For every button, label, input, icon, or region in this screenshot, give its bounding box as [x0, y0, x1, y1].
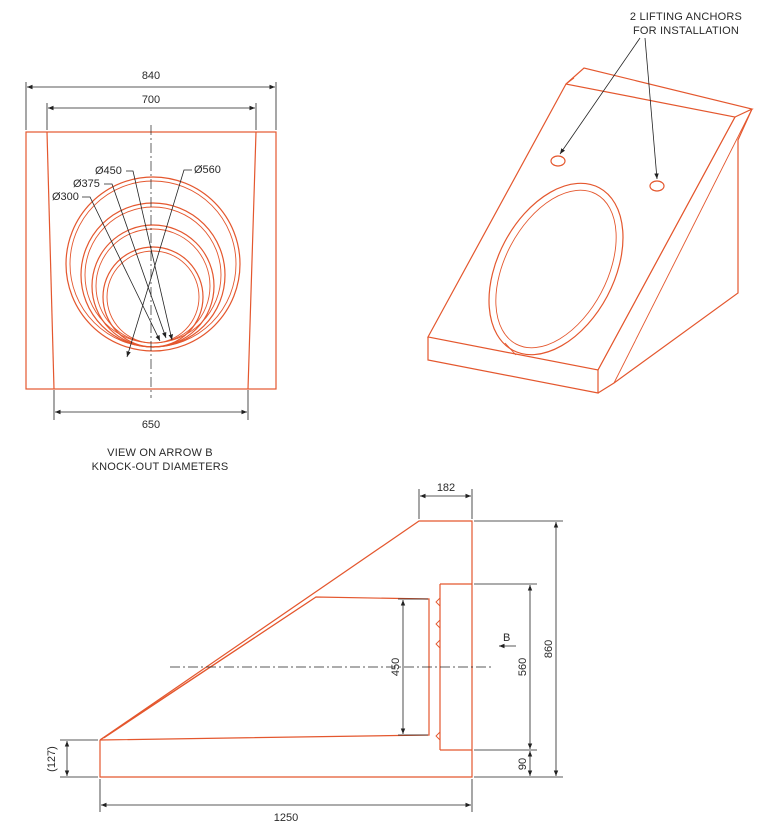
dim-560-label: 560 — [517, 658, 529, 676]
dim-182-label: 182 — [437, 482, 455, 494]
dim-700-label: 700 — [142, 94, 160, 106]
knockout-circles — [65, 176, 241, 352]
isometric-view: 2 LIFTING ANCHORS FOR INSTALLATION — [427, 11, 754, 394]
dim-840-label: 840 — [142, 70, 160, 82]
dim-560: 560 — [474, 583, 537, 751]
lifting-anchor-2 — [649, 180, 665, 192]
caption-knock-out-diameters: KNOCK-OUT DIAMETERS — [92, 461, 229, 473]
front-view: Ø450 Ø375 Ø300 Ø560 840 700 650 VIEW ON … — [25, 70, 277, 473]
dim-182: 182 — [418, 482, 473, 519]
iso-front-edge — [427, 337, 599, 394]
dia-560-label: Ø560 — [194, 164, 221, 176]
side-view: B 182 860 560 90 — [46, 482, 563, 824]
dim-650: 650 — [53, 390, 249, 431]
dim-90: 90 — [517, 751, 533, 776]
taper-left — [46, 131, 55, 390]
dim-860-label: 860 — [543, 640, 555, 658]
dim-127-label: (127) — [46, 746, 58, 772]
lifting-anchor-1 — [550, 155, 566, 167]
anchor-leader-2 — [644, 37, 659, 180]
iso-opening-outer — [488, 182, 624, 356]
dim-1250: 1250 — [99, 779, 473, 824]
iso-top-face — [427, 83, 736, 371]
lifting-anchor-note-line2: FOR INSTALLATION — [633, 25, 739, 37]
caption-view-on-arrow-b: VIEW ON ARROW B — [107, 447, 213, 459]
iso-side-face — [597, 108, 753, 394]
dim-650-label: 650 — [142, 419, 160, 431]
dia-450-label: Ø450 — [95, 165, 122, 177]
dim-1250-label: 1250 — [274, 812, 298, 824]
dia-300-label: Ø300 — [52, 191, 79, 203]
dim-90-label: 90 — [517, 758, 529, 770]
collar-teeth — [435, 597, 441, 741]
dia-375-label: Ø375 — [73, 178, 100, 190]
iso-opening-inner — [495, 189, 617, 349]
dim-127: (127) — [46, 739, 98, 778]
anchor-leader-1 — [559, 37, 641, 155]
dim-840: 840 — [25, 70, 277, 130]
side-view-channel — [99, 596, 430, 741]
iso-back-ridge — [565, 67, 754, 118]
arrow-b-label: B — [503, 632, 510, 644]
taper-right — [247, 131, 257, 390]
diameter-leaders — [82, 169, 192, 358]
dim-700: 700 — [46, 94, 257, 130]
dim-450-label: 450 — [390, 658, 402, 676]
side-view-outline — [99, 520, 473, 778]
dim-860: 860 — [474, 520, 563, 778]
dim-450: 450 — [390, 598, 428, 736]
lifting-anchor-note-line1: 2 LIFTING ANCHORS — [630, 11, 742, 23]
